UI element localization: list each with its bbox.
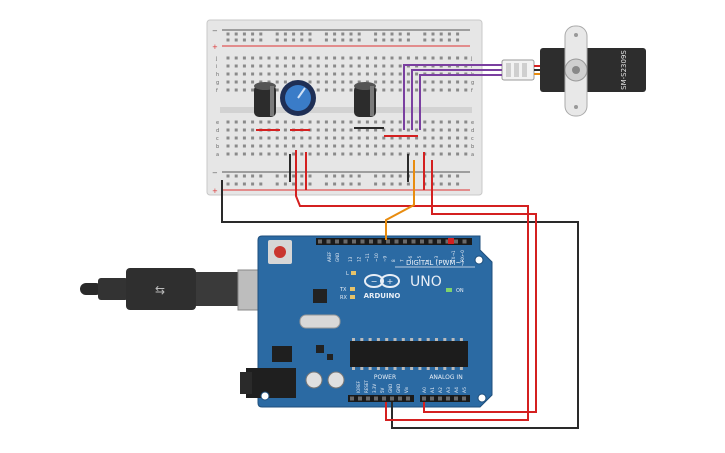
power-pin-label: IOREF	[356, 380, 361, 393]
wires	[221, 64, 579, 429]
wire-servo-2	[411, 69, 502, 130]
digital-header	[316, 238, 472, 245]
row-letter: g	[471, 80, 474, 86]
wire-gnd	[221, 180, 579, 429]
board-model: UNO	[410, 274, 442, 290]
digital-pin-label: ~6	[408, 255, 413, 262]
analog-pin-label: A0	[422, 387, 428, 393]
digital-pin-label: 13	[348, 256, 353, 262]
rail-minus-label-bottom: −	[212, 169, 218, 177]
digital-pin-label: ~5	[417, 255, 422, 262]
power-label: POWER	[374, 374, 396, 381]
potentiometer[interactable]	[280, 80, 316, 116]
analog-pin-label: A1	[430, 387, 436, 393]
digital-pin-label: 2	[443, 259, 448, 262]
digital-pin-label: ~9	[382, 255, 387, 262]
on-label: ON	[456, 288, 464, 294]
led-l-label: L	[346, 271, 349, 277]
row-letter: d	[216, 128, 219, 134]
row-letter: f	[216, 88, 218, 94]
aref-label: AREF	[327, 251, 332, 262]
row-letter: e	[471, 120, 474, 126]
row-letter: h	[216, 72, 219, 78]
row-letter: a	[471, 152, 474, 158]
bottom-pin-holes	[350, 396, 466, 401]
row-letter: b	[471, 144, 474, 150]
digital-pin-label: ~10	[374, 253, 379, 262]
servo-label: SM-S2309S	[620, 50, 628, 90]
gnd-label: GND	[335, 253, 340, 262]
analog-pin-label: A2	[438, 387, 444, 393]
servo-motor[interactable]: SM-S2309S	[501, 25, 646, 117]
rail-minus-label: −	[212, 27, 218, 35]
led-tx-label: TX	[339, 287, 347, 293]
row-letter: c	[216, 136, 219, 142]
capacitor-left	[254, 82, 276, 117]
row-letter: c	[471, 136, 474, 142]
rail-plus-label: +	[212, 43, 218, 51]
wire-servo-3	[419, 74, 502, 130]
row-letter: f	[471, 88, 473, 94]
row-letter: j	[215, 56, 217, 62]
svg-text:+: +	[387, 277, 394, 286]
digital-pin-label: ~11	[365, 253, 370, 262]
digital-pin-label: 4	[425, 259, 430, 262]
voltage-regulator	[272, 346, 292, 362]
row-letter: i	[216, 64, 217, 70]
row-letter: j	[470, 56, 472, 62]
led-rx-label: RX	[340, 295, 347, 301]
arduino-logo-icon: − +	[364, 274, 400, 288]
wire-a0	[423, 160, 537, 413]
digital-pin-label: 7	[400, 259, 405, 262]
board-logo-text: ARDUINO	[364, 292, 401, 300]
power-pin-label: RESET	[364, 380, 369, 393]
analog-label: ANALOG IN	[429, 374, 462, 381]
svg-text:−: −	[371, 277, 378, 286]
power-pin-label: 3.3V	[372, 384, 377, 393]
usb-icon: ⇆	[155, 283, 165, 297]
digital-header-label: DIGITAL (PWM~)	[406, 259, 464, 267]
usb-chip	[313, 289, 327, 303]
analog-pin-label: A5	[462, 387, 468, 393]
wire-5v	[295, 150, 529, 421]
wire-signal	[385, 160, 415, 240]
crystal	[299, 314, 341, 329]
small-component	[327, 354, 333, 360]
power-pin-label: GND	[396, 384, 401, 393]
digital-pin-label: 12	[357, 256, 362, 262]
row-letter: d	[471, 128, 474, 134]
row-letter: i	[471, 64, 472, 70]
capacitor-right	[354, 82, 376, 117]
analog-pin-label: A4	[454, 387, 460, 393]
microcontroller-chip	[350, 341, 468, 367]
chip-legs	[352, 338, 463, 370]
digital-pin-label: RX←0	[460, 250, 465, 262]
rail-plus-label-bottom: +	[212, 187, 218, 195]
small-ic	[316, 345, 324, 353]
digital-pin-label: TX→1	[451, 250, 456, 263]
row-letter: e	[216, 120, 219, 126]
power-header	[348, 395, 414, 402]
row-letter: a	[216, 152, 219, 158]
row-letter: b	[216, 144, 219, 150]
digital-pin-label: ~3	[434, 255, 439, 262]
row-letter: g	[216, 80, 219, 86]
analog-pin-label: A3	[446, 387, 452, 393]
digital-pin-label: 8	[391, 259, 396, 262]
power-pin-label: Vin	[404, 386, 409, 393]
power-pin-label: 5V	[380, 387, 385, 393]
analog-header	[420, 395, 470, 402]
wire-servo-1	[403, 64, 502, 130]
power-jack[interactable]	[246, 368, 296, 398]
power-pin-label: GND	[388, 384, 393, 393]
